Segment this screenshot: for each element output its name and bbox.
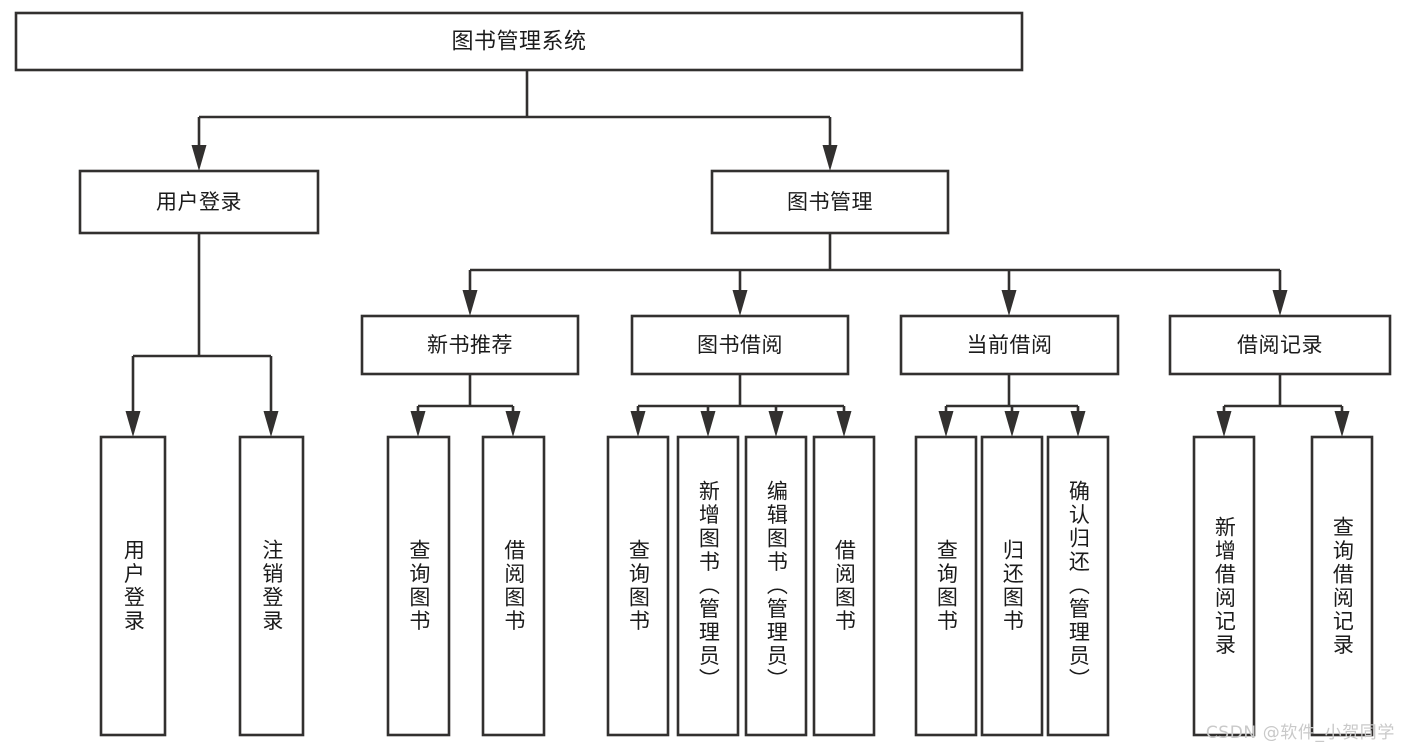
leaf-node-3[interactable] bbox=[481, 435, 546, 737]
leaf-node-5[interactable] bbox=[676, 435, 740, 737]
node-box[interactable] bbox=[630, 314, 850, 376]
node-box[interactable] bbox=[386, 435, 451, 737]
node-label: 用户登录 bbox=[156, 190, 242, 214]
connector-group bbox=[410, 374, 521, 437]
arrow-head-icon bbox=[1001, 290, 1017, 316]
connector-group bbox=[191, 70, 838, 171]
node-box[interactable] bbox=[1192, 435, 1256, 737]
arrow-head-icon bbox=[822, 145, 838, 171]
arrow-head-icon bbox=[410, 411, 426, 437]
leaf-node-2[interactable] bbox=[386, 435, 451, 737]
level3-node-0[interactable]: 新书推荐 bbox=[360, 314, 580, 376]
level2-node-1[interactable]: 图书管理 bbox=[710, 169, 950, 235]
connector-group bbox=[630, 374, 852, 437]
node-label: 图书管理 bbox=[787, 190, 873, 214]
node-box[interactable] bbox=[980, 435, 1044, 737]
arrow-head-icon bbox=[263, 411, 279, 437]
leaf-node-10[interactable] bbox=[1046, 435, 1110, 737]
leaf-node-7[interactable] bbox=[812, 435, 876, 737]
node-box[interactable] bbox=[1046, 435, 1110, 737]
arrow-head-icon bbox=[505, 411, 521, 437]
arrow-head-icon bbox=[700, 411, 716, 437]
node-label: 图书管理系统 bbox=[451, 30, 586, 55]
node-box[interactable] bbox=[360, 314, 580, 376]
node-label: 图书借阅 bbox=[697, 333, 783, 357]
node-box[interactable] bbox=[744, 435, 808, 737]
leaf-node-0[interactable] bbox=[99, 435, 167, 737]
connector-group bbox=[125, 233, 279, 437]
level3-node-1[interactable]: 图书借阅 bbox=[630, 314, 850, 376]
node-box[interactable] bbox=[1310, 435, 1374, 737]
node-box[interactable] bbox=[812, 435, 876, 737]
leaf-node-8[interactable] bbox=[914, 435, 978, 737]
leaf-node-9[interactable] bbox=[980, 435, 1044, 737]
arrow-head-icon bbox=[191, 145, 207, 171]
arrow-head-icon bbox=[1216, 411, 1232, 437]
node-box[interactable] bbox=[710, 169, 950, 235]
leaf-node-6[interactable] bbox=[744, 435, 808, 737]
arrow-head-icon bbox=[630, 411, 646, 437]
node-box[interactable] bbox=[606, 435, 670, 737]
node-box[interactable] bbox=[899, 314, 1120, 376]
leaf-node-12[interactable] bbox=[1310, 435, 1374, 737]
connector-group bbox=[462, 233, 1288, 316]
connector-group bbox=[938, 374, 1086, 437]
arrow-head-icon bbox=[1272, 290, 1288, 316]
connectors-layer bbox=[125, 70, 1350, 437]
root-node-book-management-system[interactable]: 图书管理系统 bbox=[14, 11, 1024, 72]
level3-node-2[interactable]: 当前借阅 bbox=[899, 314, 1120, 376]
node-box[interactable] bbox=[238, 435, 305, 737]
node-box[interactable] bbox=[99, 435, 167, 737]
node-label: 当前借阅 bbox=[967, 333, 1053, 357]
node-box[interactable] bbox=[1168, 314, 1392, 376]
leaf-node-4[interactable] bbox=[606, 435, 670, 737]
node-box[interactable] bbox=[481, 435, 546, 737]
leaf-node-1[interactable] bbox=[238, 435, 305, 737]
arrow-head-icon bbox=[1334, 411, 1350, 437]
arrow-head-icon bbox=[125, 411, 141, 437]
node-box[interactable] bbox=[914, 435, 978, 737]
leaf-node-11[interactable] bbox=[1192, 435, 1256, 737]
level2-node-0[interactable]: 用户登录 bbox=[78, 169, 320, 235]
arrow-head-icon bbox=[836, 411, 852, 437]
level3-node-3[interactable]: 借阅记录 bbox=[1168, 314, 1392, 376]
node-box[interactable] bbox=[676, 435, 740, 737]
arrow-head-icon bbox=[732, 290, 748, 316]
node-box[interactable] bbox=[14, 11, 1024, 72]
node-box[interactable] bbox=[78, 169, 320, 235]
arrow-head-icon bbox=[938, 411, 954, 437]
arrow-head-icon bbox=[462, 290, 478, 316]
node-label: 借阅记录 bbox=[1237, 333, 1323, 357]
arrow-head-icon bbox=[1004, 411, 1020, 437]
node-label: 新书推荐 bbox=[427, 333, 513, 357]
connector-group bbox=[1216, 374, 1350, 437]
arrow-head-icon bbox=[1070, 411, 1086, 437]
arrow-head-icon bbox=[768, 411, 784, 437]
